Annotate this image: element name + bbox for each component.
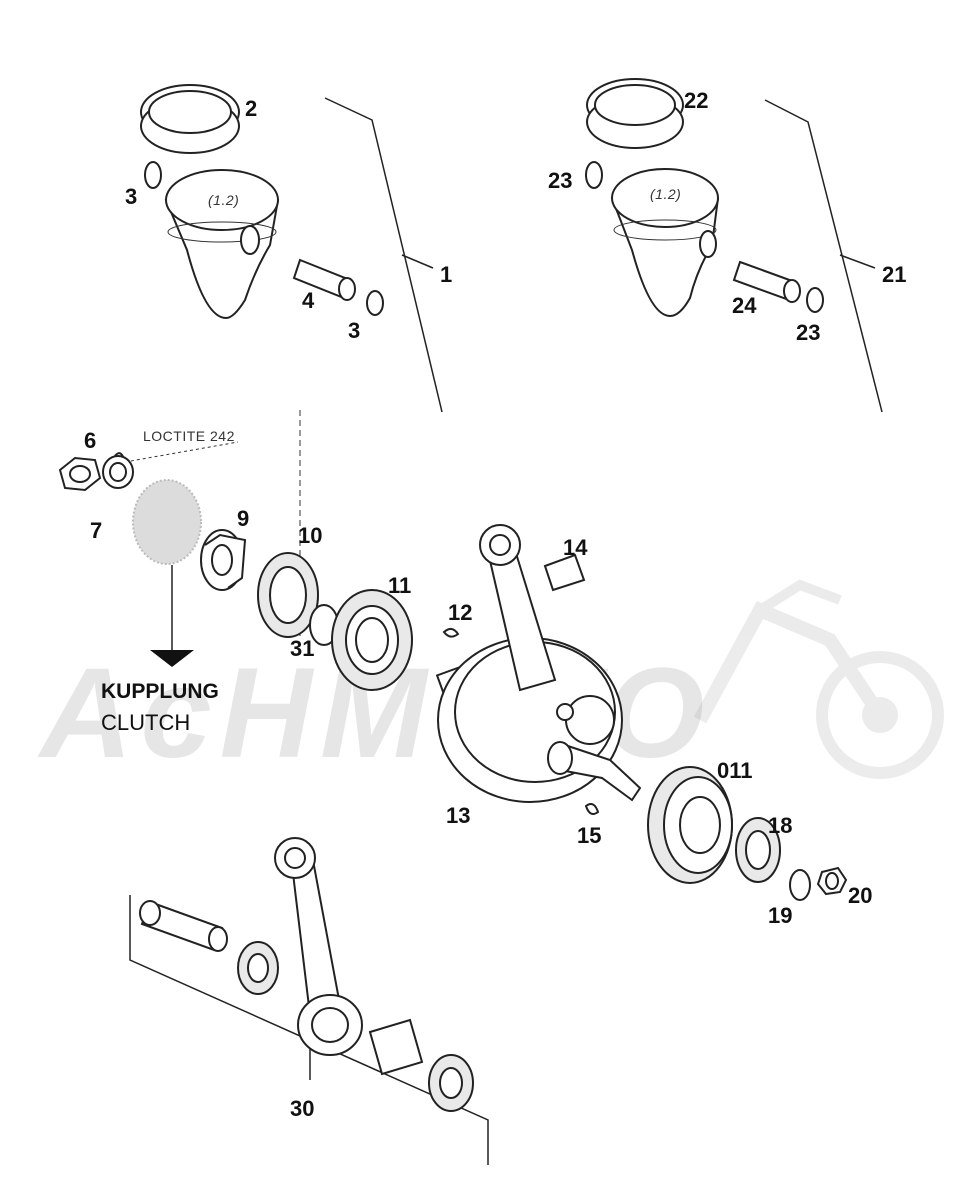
callout-3-bottom: 3 — [348, 318, 361, 343]
crankshaft — [435, 524, 642, 815]
callout-7: 7 — [90, 518, 103, 543]
callout-4: 4 — [302, 288, 315, 313]
callout-14: 14 — [563, 535, 588, 560]
callout-20: 20 — [848, 883, 873, 908]
callout-13: 13 — [446, 803, 471, 828]
callout-3-top: 3 — [125, 184, 138, 209]
piston-mark-left: (1.2) — [208, 192, 240, 208]
motorcycle-watermark-icon — [693, 579, 944, 779]
loctite-note: LOCTITE 242 — [143, 428, 235, 444]
callout-15: 15 — [577, 823, 602, 848]
callout-30: 30 — [290, 1096, 315, 1121]
output-side-parts — [647, 766, 848, 901]
callout-22: 22 — [684, 88, 709, 113]
callout-21: 21 — [882, 262, 907, 287]
piston-assembly-left — [140, 84, 443, 413]
piston-assembly-right — [585, 78, 883, 413]
arrow-down-icon — [150, 650, 194, 667]
callout-1: 1 — [440, 262, 453, 287]
callout-2: 2 — [245, 96, 258, 121]
callout-12: 12 — [448, 600, 473, 625]
callout-11: 11 — [388, 573, 412, 598]
clutch-side-parts — [58, 410, 460, 691]
callout-23-bottom: 23 — [796, 320, 821, 345]
conrod-kit — [129, 837, 489, 1165]
callout-23-top: 23 — [548, 168, 573, 193]
piston-mark-right: (1.2) — [650, 186, 682, 202]
callout-9: 9 — [237, 506, 250, 531]
clutch-ref-en: CLUTCH — [101, 710, 191, 735]
clutch-ref-de: KUPPLUNG — [101, 680, 219, 703]
callout-6: 6 — [84, 428, 97, 453]
callout-011: 011 — [717, 758, 753, 783]
callout-18: 18 — [768, 813, 793, 838]
callout-24: 24 — [732, 293, 757, 318]
callout-31: 31 — [290, 636, 315, 661]
callout-10: 10 — [298, 523, 323, 548]
callout-19: 19 — [768, 903, 793, 928]
